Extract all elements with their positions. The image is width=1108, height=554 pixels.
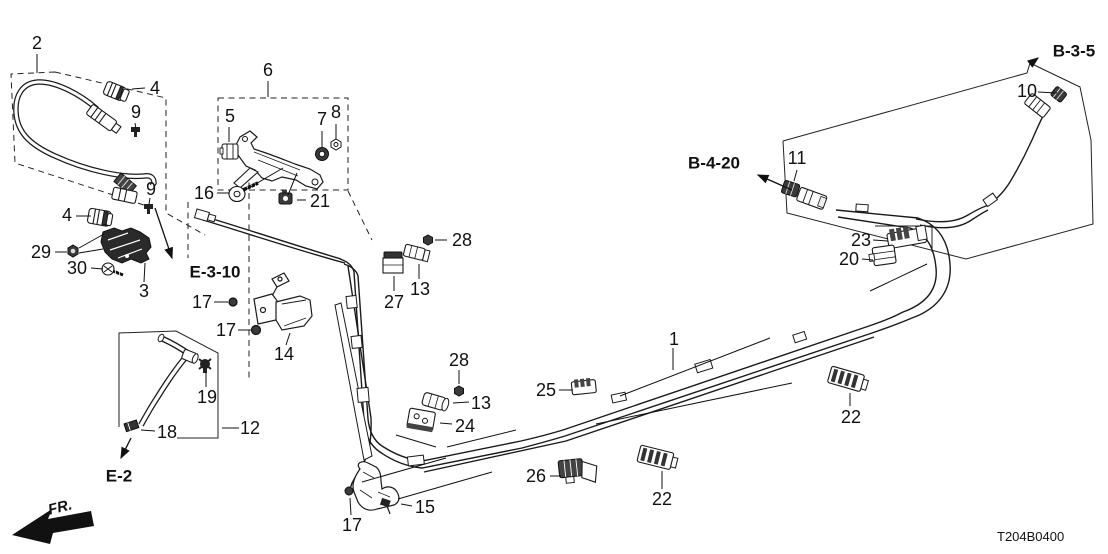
fuel-feed-hose-group	[13, 79, 157, 227]
nut-28-top	[423, 234, 433, 246]
pipe-inner	[343, 216, 937, 462]
nut-17-a	[228, 297, 238, 307]
purge-hose-group	[123, 333, 212, 433]
clamp-18	[123, 419, 140, 433]
fitting-11	[781, 180, 801, 198]
nut-17-b	[250, 324, 262, 336]
bracket-14-tab-hole	[277, 276, 283, 282]
b-3-5-arrow	[1026, 57, 1040, 68]
boundary-boxes	[10, 62, 1094, 439]
hose-2-outline	[13, 79, 157, 188]
bracket-15-group	[344, 461, 400, 515]
nut-28-mid	[454, 385, 464, 397]
bracket-6	[235, 130, 324, 190]
pipe-bracket-group	[219, 130, 342, 205]
clip-19	[198, 358, 212, 373]
bracket-6-ribs	[253, 151, 301, 177]
bracket-15	[352, 461, 400, 511]
clip-22-left	[636, 444, 679, 470]
clamp-13-mid	[421, 392, 450, 412]
connector-4-top	[102, 81, 130, 102]
clamp-20	[868, 244, 897, 267]
quick-connect-11	[796, 187, 828, 210]
fitting-10	[1024, 93, 1051, 118]
heat-shield-hole	[125, 254, 129, 258]
clip-5	[219, 143, 239, 160]
bracket-14-group	[228, 272, 313, 336]
pipe-protector	[334, 302, 373, 461]
hose-12-boundary	[118, 330, 219, 439]
hose-2-core	[14, 80, 156, 187]
pipe-to-part-10	[915, 115, 1044, 223]
feed-pipe-a	[202, 215, 342, 260]
grommet-7	[315, 147, 329, 161]
reference-arrows	[120, 57, 1040, 460]
bolt-30	[101, 262, 124, 278]
right-pipe-group	[781, 86, 1067, 267]
clip-9-bottom	[144, 204, 153, 214]
clamp-23	[886, 224, 928, 249]
hose-12-end-fitting	[181, 349, 199, 364]
e310-boundary-lines	[187, 172, 373, 380]
nut-10	[1050, 86, 1067, 103]
clip-25	[570, 378, 597, 396]
center-clamps	[382, 234, 598, 484]
bracket-6-hole-left	[242, 136, 248, 142]
hose-12-open-end	[157, 333, 165, 343]
bracket-6-hole-right	[311, 178, 319, 186]
bracket-6-arm	[233, 167, 259, 189]
bracket-14-plate	[253, 293, 279, 325]
leader-lines	[36, 54, 1058, 516]
e-3-10-arrow	[154, 207, 173, 260]
pipe-extra-line	[423, 336, 875, 473]
screw-16	[228, 181, 259, 203]
fuel-pipe-bundle	[202, 115, 1044, 493]
nut-29	[67, 244, 79, 258]
clamp-24	[406, 407, 436, 433]
clamp-13-top	[402, 243, 431, 263]
nut-8	[330, 138, 342, 151]
clip-9-top	[131, 127, 140, 137]
elbow-fitting	[113, 172, 138, 195]
b-4-20-arrow	[756, 174, 793, 191]
clip-26	[557, 458, 598, 484]
e-2-arrow	[120, 437, 132, 460]
feed-pipe-b	[202, 219, 346, 264]
connector-4-bottom	[86, 207, 114, 227]
heat-shield-group	[67, 227, 152, 278]
hose-2-quick-connect	[86, 104, 122, 135]
bracket-14-hole	[259, 306, 267, 314]
clip-27	[382, 251, 404, 274]
bracket-14-ribs	[281, 299, 307, 327]
heat-shield-plate	[100, 227, 152, 264]
bracket-14-channel	[275, 295, 313, 331]
pipe-to-part-10-b	[919, 209, 989, 229]
bracket-15-clip	[379, 497, 391, 508]
clip-22-right	[827, 365, 870, 392]
heat-shield-hatch	[107, 232, 143, 259]
elbow-fitting-lower	[111, 186, 138, 204]
grommet-21	[278, 190, 293, 205]
nut-17-c	[344, 486, 354, 496]
diagram-code: T204B0400	[997, 529, 1065, 544]
fr-direction-arrow	[12, 509, 94, 544]
